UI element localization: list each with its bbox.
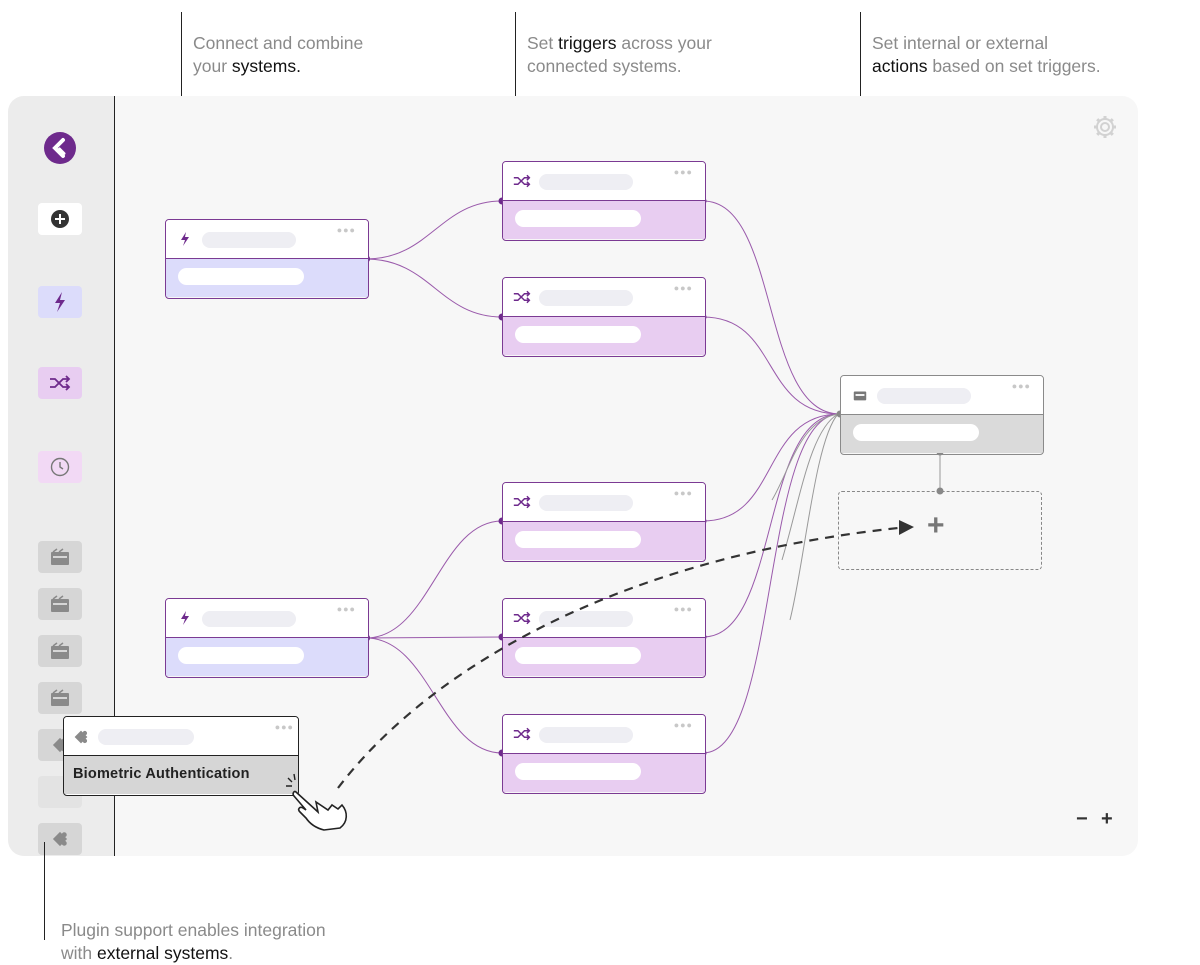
zoom-in-button[interactable]: + bbox=[1101, 808, 1113, 830]
sidebar-item-action-3[interactable] bbox=[38, 635, 82, 667]
puzzle-icon bbox=[74, 730, 88, 744]
system-node-1[interactable]: ●●● bbox=[165, 219, 369, 299]
shuffle-icon bbox=[513, 611, 531, 625]
shuffle-icon bbox=[513, 290, 531, 304]
action-card-icon bbox=[853, 391, 867, 401]
plugin-node-dragging[interactable]: ●●● Biometric Authentication bbox=[63, 716, 299, 796]
callout-line-triggers bbox=[515, 12, 516, 178]
trigger-node-3[interactable]: ●●● bbox=[502, 482, 706, 562]
lightning-icon bbox=[55, 292, 65, 312]
system-node-2[interactable]: ●●● bbox=[165, 598, 369, 678]
action-node[interactable]: ●●● bbox=[840, 375, 1044, 455]
clock-icon bbox=[50, 457, 70, 477]
shuffle-icon bbox=[50, 375, 71, 391]
callout-systems: Connect and combine your systems. bbox=[193, 33, 364, 76]
trigger-node-1[interactable]: ●●● bbox=[502, 161, 706, 241]
lightning-icon bbox=[181, 611, 189, 625]
action-card-icon bbox=[51, 642, 69, 659]
trigger-node-4[interactable]: ●●● bbox=[502, 598, 706, 678]
shuffle-icon bbox=[513, 174, 531, 188]
app-logo-icon[interactable] bbox=[38, 132, 82, 164]
sidebar-item-triggers[interactable] bbox=[38, 367, 82, 399]
sidebar-item-action-4[interactable] bbox=[38, 682, 82, 714]
add-node-plus[interactable]: + bbox=[927, 509, 945, 542]
sidebar-item-action-1[interactable] bbox=[38, 541, 82, 573]
plugin-node-label: Biometric Authentication bbox=[73, 766, 250, 782]
trigger-node-5[interactable]: ●●● bbox=[502, 714, 706, 794]
sidebar-item-action-2[interactable] bbox=[38, 588, 82, 620]
zoom-out-button[interactable]: − bbox=[1076, 808, 1088, 830]
puzzle-icon bbox=[52, 831, 68, 847]
callout-triggers: Set triggers across your connected syste… bbox=[527, 33, 712, 76]
callout-plugins: Plugin support enables integration with … bbox=[61, 920, 326, 963]
action-card-icon bbox=[51, 689, 69, 706]
sidebar-item-systems[interactable] bbox=[38, 286, 82, 318]
gear-icon[interactable] bbox=[1093, 115, 1117, 139]
shuffle-icon bbox=[513, 495, 531, 509]
sidebar-item-schedule[interactable] bbox=[38, 451, 82, 483]
lightning-icon bbox=[181, 232, 189, 246]
sidebar-item-plugin-3[interactable] bbox=[38, 823, 82, 855]
add-node-button[interactable] bbox=[38, 203, 82, 235]
trigger-node-2[interactable]: ●●● bbox=[502, 277, 706, 357]
action-card-icon bbox=[51, 595, 69, 612]
add-node-dropzone[interactable] bbox=[838, 491, 1042, 570]
shuffle-icon bbox=[513, 727, 531, 741]
callout-line-plugins bbox=[44, 842, 45, 940]
add-circle-icon bbox=[51, 210, 69, 228]
callout-actions: Set internal or external actions based o… bbox=[872, 33, 1101, 76]
hand-pointer-icon bbox=[286, 773, 348, 831]
action-card-icon bbox=[51, 548, 69, 565]
